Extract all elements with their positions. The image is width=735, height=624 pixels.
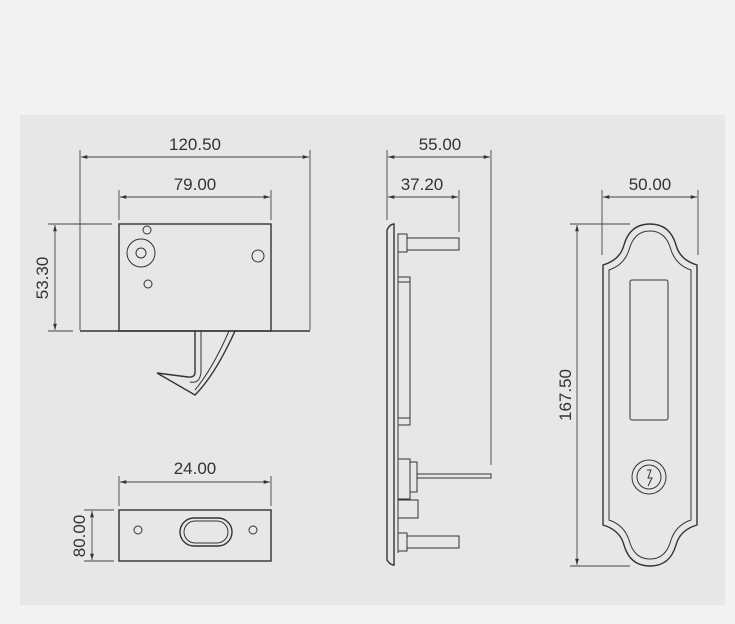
latch-view: 120.50 79.00 53.30 [33,135,311,396]
dim-strike-height: 80.00 [70,515,89,558]
dim-front-width: 50.00 [629,175,672,194]
front-view: 50.00 167.50 [556,175,699,567]
latch-body [118,223,272,332]
side-view: 55.00 37.20 [386,135,492,566]
key-cylinder [631,459,667,495]
dim-latch-height: 53.30 [33,257,52,300]
strike-plate-view: 24.00 80.00 [70,459,272,562]
escutcheon-plate [602,223,698,567]
spindle-hole [126,238,156,268]
dim-side-depth: 55.00 [419,135,462,154]
dim-latch-width: 120.50 [169,135,221,154]
dim-strike-width: 24.00 [174,459,217,478]
pull-recess [629,279,669,421]
dim-side-pin-depth: 37.20 [401,175,444,194]
latch-hook [156,330,236,396]
dim-latch-body-width: 79.00 [174,175,217,194]
dim-front-height: 167.50 [556,369,575,421]
